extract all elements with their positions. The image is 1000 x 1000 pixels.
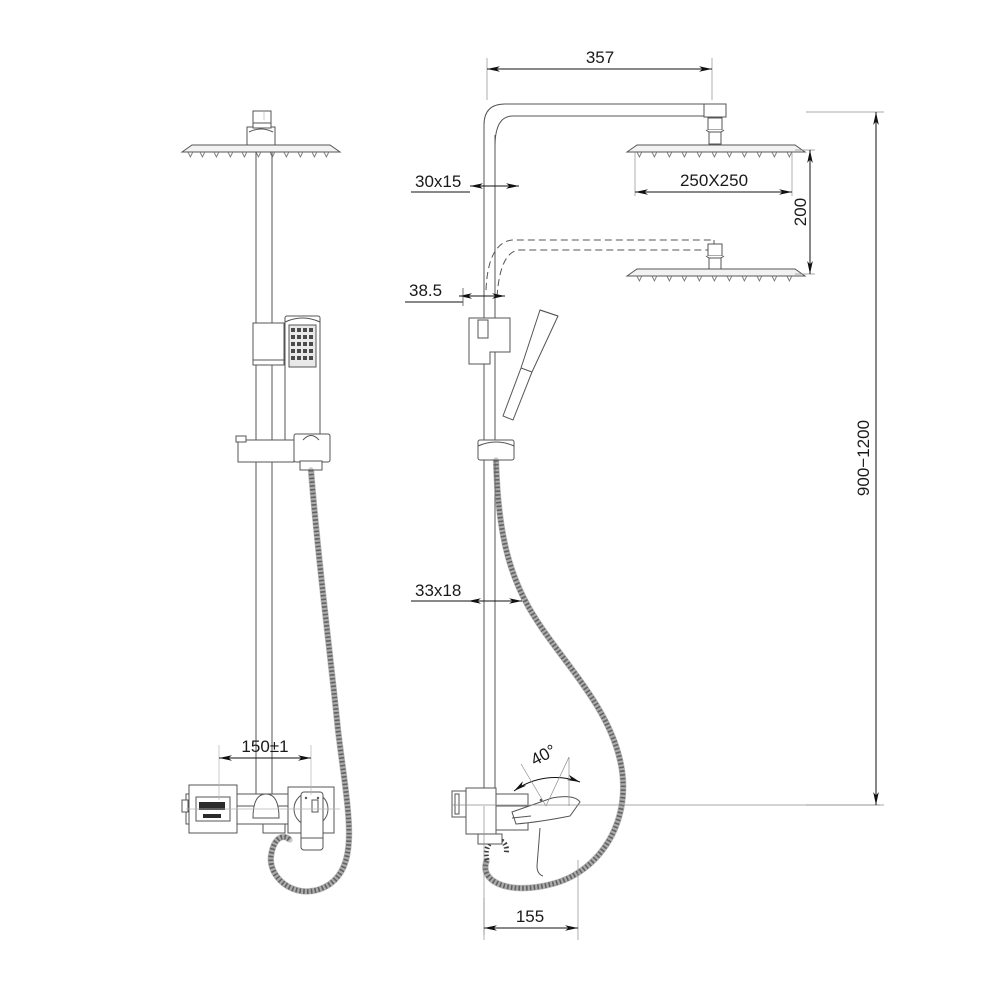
dimension-rain-head-size: 250X250	[634, 152, 793, 196]
rain-shower-head	[180, 110, 342, 159]
dimension-label-height-range: 900−1200	[854, 420, 873, 496]
rain-shower-head-side-up	[625, 117, 807, 159]
dimension-rain-head-swing: 200	[791, 149, 815, 275]
hand-shower	[284, 315, 321, 447]
dimension-slide-bar-profile: 33x18	[411, 581, 522, 604]
front-view	[180, 110, 353, 895]
shower-arm	[483, 103, 727, 147]
flexible-hose-side	[482, 457, 627, 892]
diverter-handle	[287, 786, 335, 851]
side-view	[451, 103, 880, 935]
hand-shower-side	[502, 309, 559, 421]
dimension-label-mixer-centers: 150±1	[241, 737, 288, 756]
hose-nut-side	[477, 439, 515, 461]
diverter-button	[252, 793, 280, 819]
wall-bracket	[454, 793, 460, 815]
dimension-mixer-centers: 150±1	[219, 737, 311, 761]
dimension-riser-offset: 38.5	[405, 281, 505, 306]
dimension-label-overhang-arm: 357	[586, 48, 614, 67]
thermostatic-mixer-side	[451, 787, 581, 877]
dimension-label-slide-bar-profile: 33x18	[415, 581, 461, 600]
dimension-height-range: 900−1200	[806, 111, 884, 806]
dimension-label-riser-profile: 30x15	[415, 172, 461, 191]
dimension-label-rain-head-swing: 200	[791, 198, 810, 226]
dimension-riser-profile: 30x15	[411, 172, 519, 193]
dimension-label-mixer-depth: 155	[516, 907, 544, 926]
hand-shower-holder	[235, 433, 331, 463]
construction-lines	[186, 111, 340, 810]
dimension-label-rain-head-size: 250X250	[680, 171, 748, 190]
riser-slider-block	[252, 322, 285, 366]
dimension-overhang-arm: 357	[486, 48, 713, 100]
dimension-label-riser-offset: 38.5	[409, 281, 442, 300]
flexible-hose	[267, 467, 353, 895]
dimension-label-spout-angle: 40°	[528, 741, 560, 770]
rain-shower-head-side-down	[625, 243, 807, 283]
dimension-mixer-depth: 155	[483, 860, 579, 940]
hand-shower-holder-side	[468, 317, 511, 365]
riser-rail	[255, 152, 273, 806]
